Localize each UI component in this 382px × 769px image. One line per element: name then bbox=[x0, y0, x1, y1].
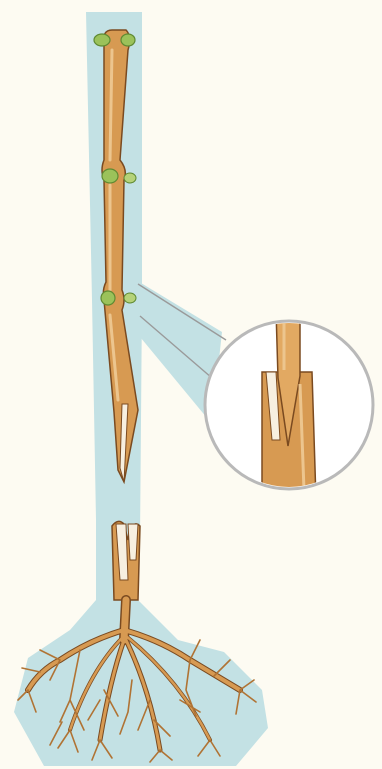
bud-top-right bbox=[121, 34, 135, 46]
bud-top-left bbox=[94, 34, 110, 46]
rootstock-cut-face-right bbox=[128, 524, 138, 560]
